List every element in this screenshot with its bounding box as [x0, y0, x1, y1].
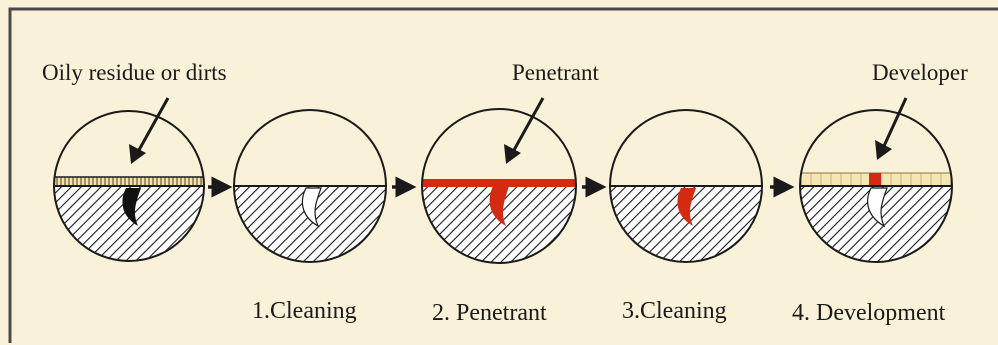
- crack: [122, 188, 141, 226]
- step-label-cleaning-2: 3.Cleaning: [622, 298, 727, 324]
- stage-cleaning-2: [609, 109, 763, 263]
- stage-penetrant: [421, 108, 577, 264]
- dirt-residue-layer: [54, 177, 204, 186]
- crack: [867, 187, 888, 228]
- callout-oily-residue: Oily residue or dirts: [42, 60, 227, 85]
- pointer-arrow-icon: [129, 97, 170, 164]
- step-label-penetrant: 2. Penetrant: [432, 300, 547, 326]
- bleed-out-indication: [869, 173, 881, 186]
- pointer-arrow-icon: [875, 97, 908, 160]
- penetrant-layer: [423, 179, 575, 187]
- stage-cleaning-1: [233, 109, 387, 263]
- step-label-cleaning-1: 1.Cleaning: [252, 298, 357, 324]
- frame-border: [8, 7, 998, 343]
- pointer-arrow-icon: [504, 97, 545, 164]
- crack: [301, 187, 322, 228]
- stage-development: [799, 109, 953, 263]
- crack: [489, 186, 509, 226]
- crack: [677, 188, 696, 226]
- step-label-development: 4. Development: [792, 300, 946, 326]
- callout-penetrant: Penetrant: [512, 60, 599, 85]
- stage-initial: [53, 110, 205, 262]
- callout-developer: Developer: [872, 60, 968, 85]
